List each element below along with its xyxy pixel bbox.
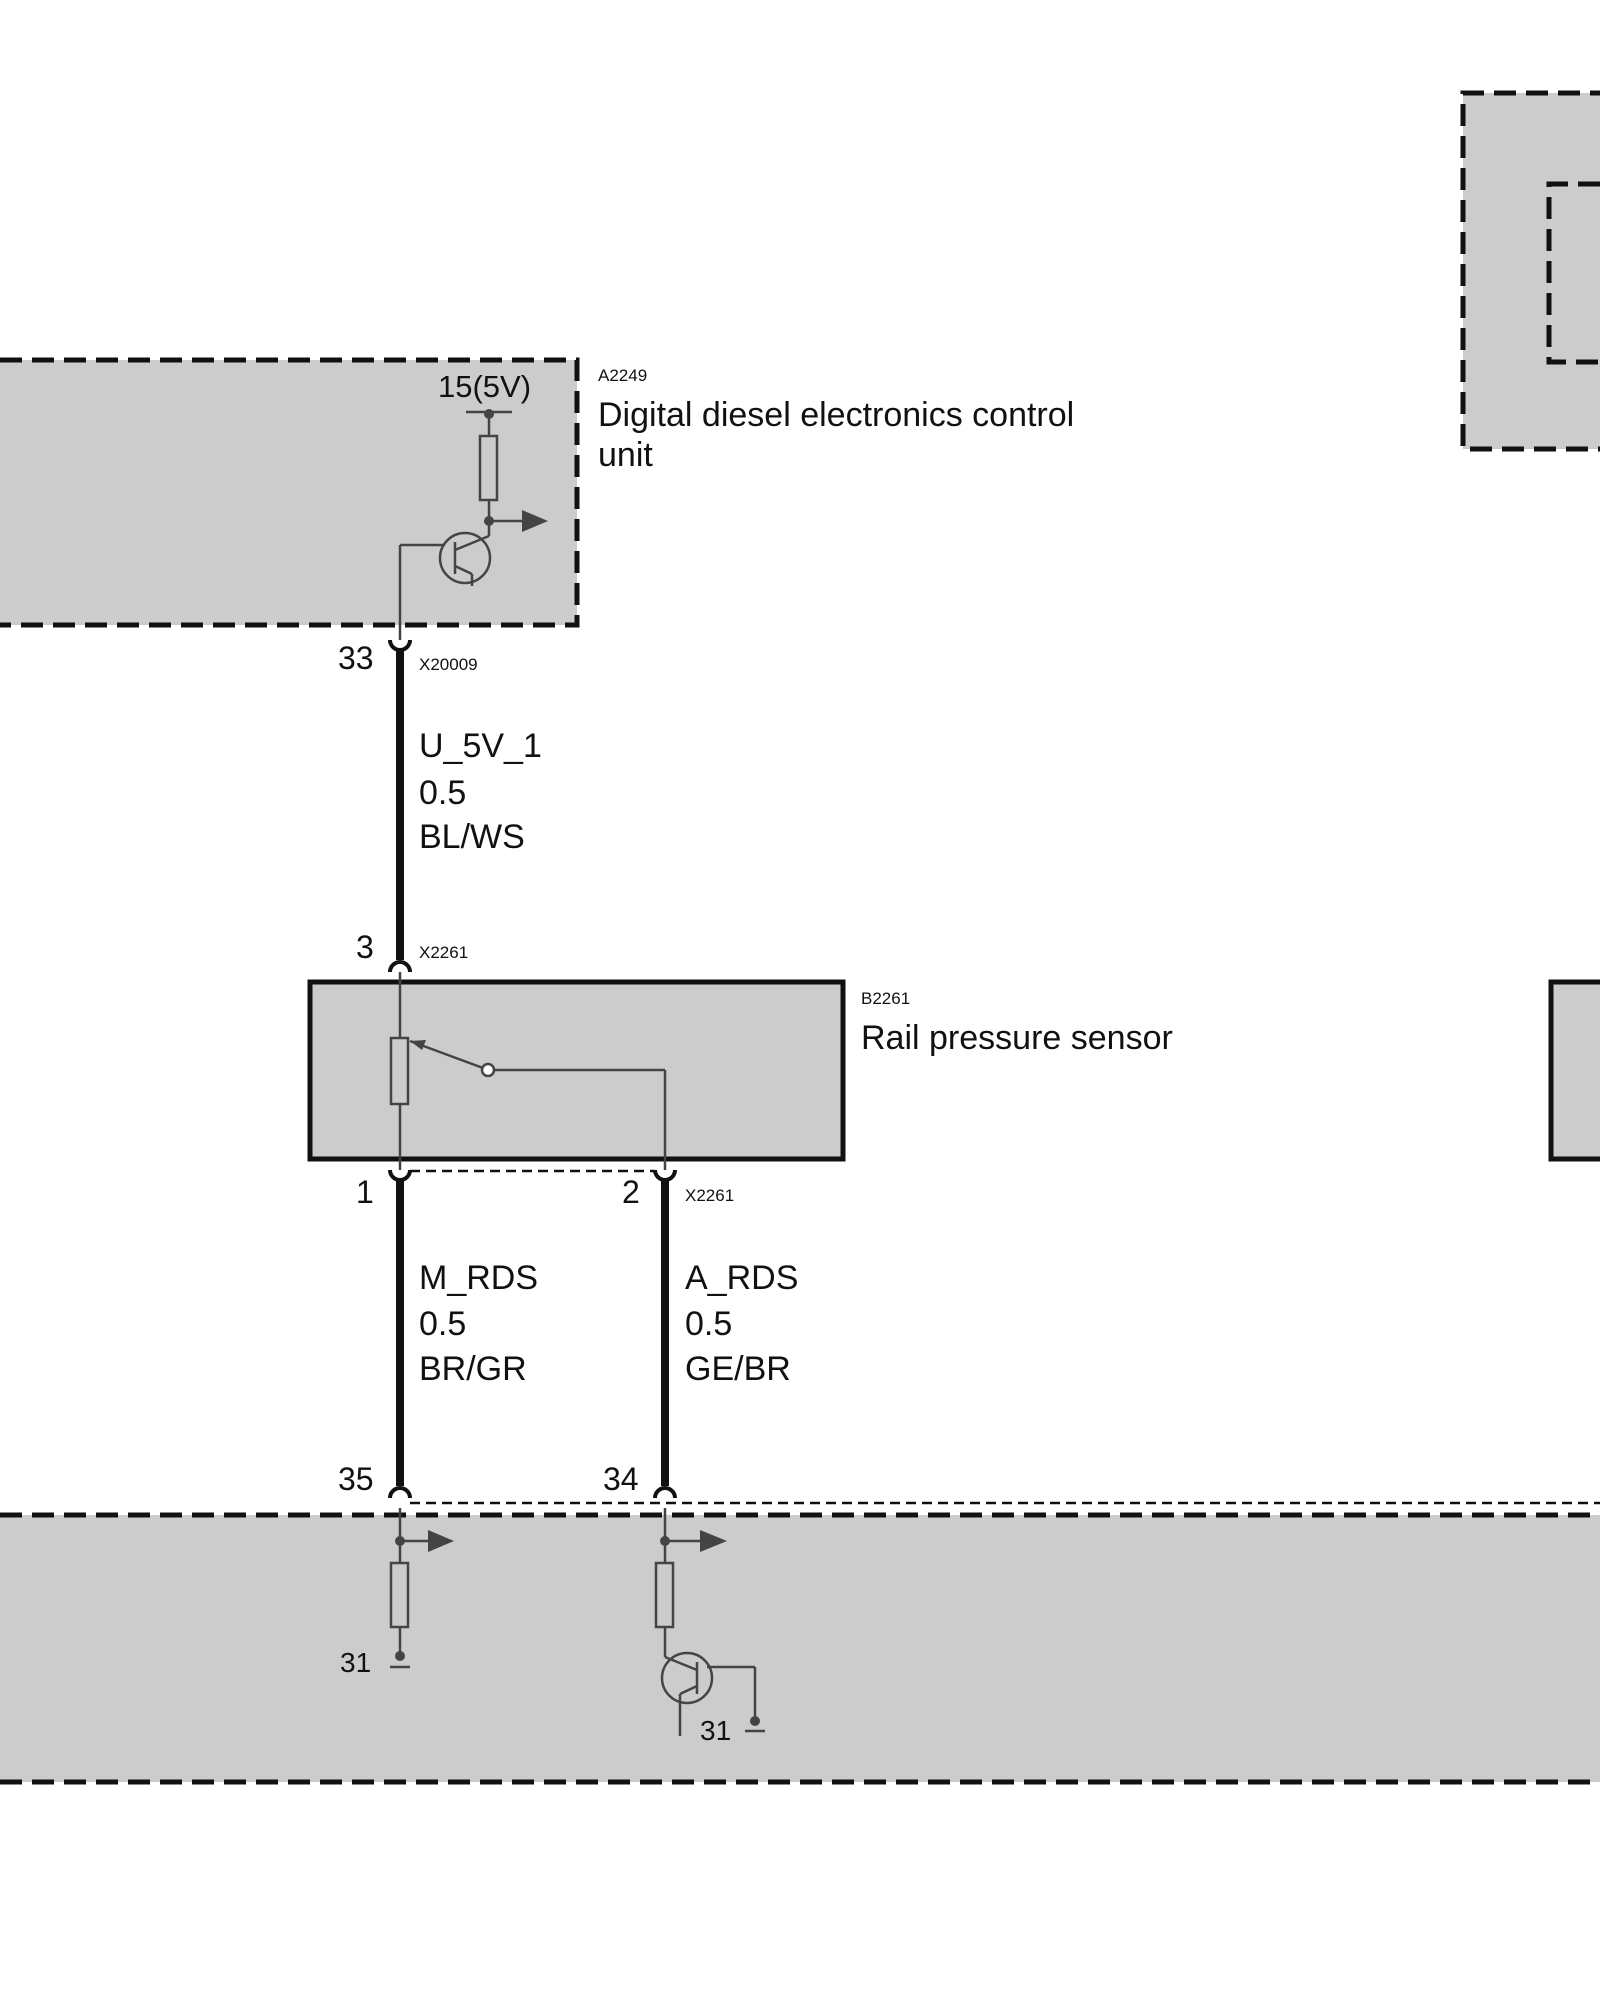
supply-voltage-label: 15(5V) [438,369,531,404]
pin-sensor-signal: 2 [622,1174,640,1210]
connector-sensor-bottom: X2261 [685,1186,734,1205]
partial-component-right [1548,979,1600,1162]
output-arrow-icon [700,1530,727,1552]
transistor-icon [660,1651,714,1705]
wire-ground-gauge: 0.5 [419,1305,466,1343]
sensor-code: B2261 [861,989,910,1008]
wire-ground-signal: M_RDS [419,1259,538,1297]
control-unit-name-line2: unit [598,436,653,474]
pin-ecu-supply: 33 [338,640,374,676]
connector-sensor-top: X2261 [419,943,468,962]
partial-component-top-right [1460,90,1600,452]
ground-label-right: 31 [700,1715,731,1746]
output-arrow-icon [428,1530,454,1552]
pin-ecu-signal: 34 [603,1461,639,1497]
output-arrow-icon [522,510,548,532]
wire-signal-signal: A_RDS [685,1259,798,1297]
connector-top: X20009 [419,655,478,674]
sensor-name: Rail pressure sensor [861,1019,1173,1057]
wire-ground [388,1180,412,1499]
ground-label-left: 31 [340,1647,371,1678]
pin-sensor-supply: 3 [356,929,374,965]
wire-ground-color: BR/GR [419,1350,527,1388]
wire-supply-color: BL/WS [419,818,525,856]
transistor-icon [438,531,492,585]
control-unit-name-line1: Digital diesel electronics control [598,396,1074,434]
control-unit-bottom-box [0,1501,1600,1785]
wire-supply-gauge: 0.5 [419,774,466,812]
pin-ecu-ground: 35 [338,1461,374,1497]
signal-circuit-right [654,1508,765,1736]
wire-supply [388,639,412,973]
wire-supply-signal: U_5V_1 [419,727,542,765]
control-unit-code: A2249 [598,366,647,385]
wire-signal-color: GE/BR [685,1350,791,1388]
potentiometer-icon [389,972,667,1170]
supply-circuit [398,409,548,640]
wire-signal [653,1180,677,1499]
wire-signal-gauge: 0.5 [685,1305,732,1343]
pin-sensor-ground: 1 [356,1174,374,1210]
ground-circuit-left [389,1508,454,1669]
